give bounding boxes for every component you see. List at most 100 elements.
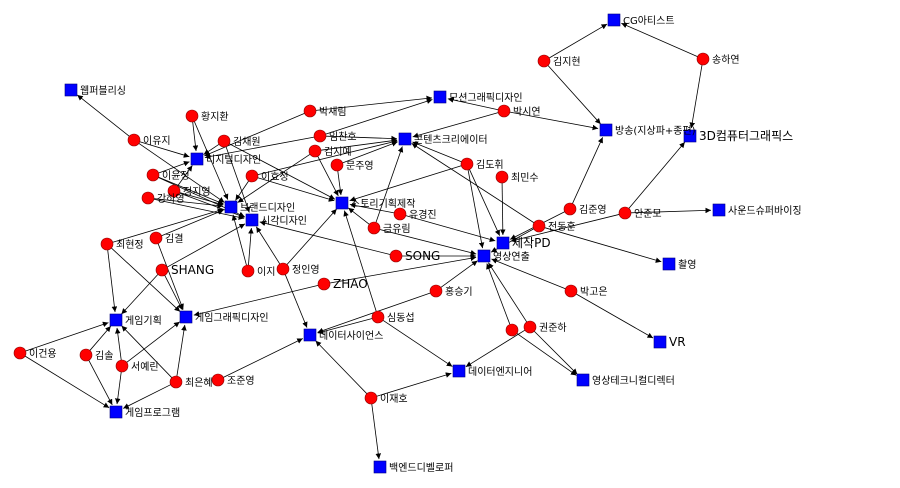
nodes-layer [13, 13, 726, 474]
node-label-imchanho: 임찬호 [329, 130, 357, 143]
edge-p_leejaeho-to-n_backend [371, 403, 382, 460]
node-label-sound: 사운드슈퍼바이징 [728, 205, 802, 217]
edge-p_kwonanon-to-n_videotech [516, 333, 577, 376]
job-node-videotech [576, 373, 590, 387]
person-node-keumyurim [367, 221, 381, 235]
edge-p_kanghayoung-to-n_brand [153, 198, 224, 209]
job-node-gamegfx [179, 310, 193, 324]
edge-p_leeji-to-n_visual [248, 227, 254, 266]
edge-p_simdongseop-to-n_story [343, 210, 377, 312]
node-label-hongseunggi: 홍승기 [445, 285, 473, 298]
edge-p_kimgyeol-to-n_gamegfx [157, 243, 184, 310]
edge-p_leehyojeong-to-n_brand [235, 180, 249, 201]
node-label-webpub: 웹퍼블리싱 [80, 85, 126, 97]
edge-p_leeyuji-to-n_webpub [77, 94, 130, 137]
edge-p_choihyunjeong-to-n_brand [112, 208, 224, 243]
person-node-jeonginyoung [276, 262, 290, 276]
edge-p_kwonjunha-to-n_video [488, 262, 528, 323]
person-node-leeyunjeong [146, 168, 160, 182]
job-node-video [477, 249, 491, 263]
node-label-jojunyoung: 조준영 [227, 375, 255, 387]
node-label-jungjiyoung: 정지영 [183, 186, 211, 198]
edge-p_keumyurim-to-n_content [375, 146, 404, 223]
edge-p_choieunhye-to-n_gameplan [121, 325, 173, 378]
node-label-story: 스토리기획제작 [351, 198, 415, 210]
job-node-vr [653, 335, 667, 349]
edge-p_zhao-to-n_gamegfx [193, 285, 319, 317]
edge-p_leegunyong-to-n_gameplan [25, 321, 109, 352]
edge-p_seoyerin-to-n_gamegfx [126, 321, 180, 363]
job-node-shoot [662, 257, 676, 271]
node-label-keumyurim: 금유림 [383, 223, 411, 235]
edge-p_shang-to-n_gamegfx [164, 275, 183, 311]
node-label-leejaeho: 이재호 [380, 393, 408, 405]
edge-p_hongseunggi-to-n_video [440, 260, 478, 288]
edge-p_hwangjihwan-to-n_brand [193, 121, 229, 200]
person-node-kimgyeol [149, 231, 163, 245]
edge-p_yookyungjin-to-n_pd [405, 215, 496, 243]
edge-p_leejaeho-to-n_datasci [315, 340, 368, 394]
person-node-songhayeon [696, 52, 710, 66]
edge-p_songhayeon-to-n_3d [689, 64, 703, 129]
job-node-gameplan [109, 313, 123, 327]
edge-p_imchanho-to-n_motion [325, 98, 433, 135]
edge-p_hwangjihwan-to-n_digital [192, 121, 199, 152]
edge-p_parkgoeun-to-n_vr [576, 293, 654, 339]
node-label-kimjiye: 김지예 [324, 146, 352, 158]
node-label-kimgyeol: 김결 [165, 233, 183, 245]
edge-p_jojunyoung-to-n_datasci [223, 338, 303, 378]
edge-p_seoyerin-to-n_gameprog [114, 371, 122, 405]
edge-p_choihyunjeong-to-n_gamegfx [111, 247, 181, 312]
edge-p_parksiyeon-to-n_motion [447, 97, 499, 111]
person-node-kwonanon [505, 323, 519, 337]
job-node-3d [683, 129, 697, 143]
edge-p_yookyungjin-to-n_story [349, 202, 395, 214]
node-label-yookyungjin: 유경진 [409, 208, 437, 221]
job-node-content [398, 132, 412, 146]
edge-p_keumyurim-to-n_story [348, 207, 370, 225]
node-label-visual: 시각디자인 [261, 215, 307, 227]
edge-p_jeondonghoon-to-n_shoot [544, 227, 662, 263]
node-label-backend: 백엔드디벨로퍼 [389, 462, 453, 474]
job-node-visual [245, 213, 259, 227]
edge-p_kimjihyun-to-n_broadcast [547, 65, 601, 125]
edge-p_song-to-n_visual [259, 220, 391, 255]
edge-p_kwonjunha-to-n_videotech [533, 330, 578, 375]
edge-p_leeyunjeong-to-n_digital [158, 161, 190, 174]
job-node-motion [433, 90, 447, 104]
node-label-gameprog: 게임프로그램 [125, 406, 180, 419]
person-node-choihyunjeong [100, 237, 114, 251]
node-label-songhayeon: 송하연 [712, 53, 740, 66]
node-label-kanghayoung: 강하영 [157, 192, 185, 205]
node-label-shoot: 촬영 [678, 259, 696, 271]
node-label-leegunyong: 이건용 [29, 348, 57, 360]
node-label-leeyuji: 이유지 [143, 135, 171, 147]
edge-p_jeonginyoung-to-n_visual [255, 226, 281, 265]
person-node-song [389, 249, 403, 263]
node-label-ahnjunmo: 안준모 [634, 208, 662, 220]
person-node-kimdohwi [460, 157, 474, 171]
person-node-leegunyong [13, 346, 27, 360]
edge-p_kimdohwi-to-n_content [412, 141, 462, 163]
person-node-seoyerin [115, 359, 129, 373]
edge-p_choieunhye-to-n_gamegfx [176, 324, 187, 377]
edge-p_shang-to-n_visual [167, 223, 246, 268]
node-label-motion: 모션그래픽디자인 [449, 92, 523, 104]
edge-p_imchanho-to-n_digital [204, 136, 315, 160]
person-node-choiminsu [495, 170, 509, 184]
node-label-video: 영상연출 [493, 251, 530, 263]
node-label-leeyunjeong: 이윤정 [162, 170, 190, 182]
edge-p_jeonginyoung-to-n_datasci [284, 274, 308, 328]
edge-p_choihyunjeong-to-n_gameplan [107, 249, 118, 313]
edge-p_jungjiyoung-to-n_brand [179, 192, 224, 207]
node-label-zhao: ZHAO [333, 277, 368, 291]
node-label-parkgoeun: 박고은 [580, 286, 608, 298]
person-node-parksaerim [303, 104, 317, 118]
person-node-leejaeho [364, 391, 378, 405]
node-label-content: 콘텐츠크리에이터 [414, 134, 488, 146]
edge-p_kimjiye-to-n_content [320, 138, 398, 151]
edge-p_leeyuji-to-n_digital [139, 141, 190, 158]
node-label-kimjunyoung: 김준영 [579, 204, 607, 216]
job-node-webpub [64, 83, 78, 97]
person-node-leeji [241, 264, 255, 278]
